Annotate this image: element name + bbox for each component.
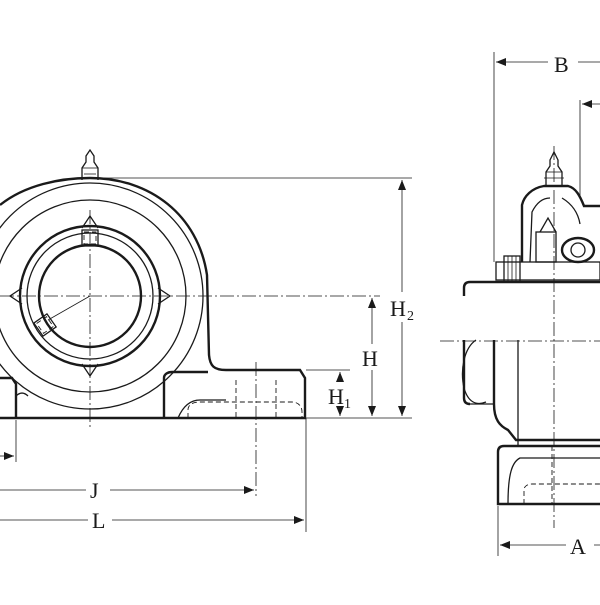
- side-seal-taper: [539, 216, 557, 233]
- label-B-bg: [548, 50, 578, 76]
- label-H1: H: [328, 384, 344, 409]
- label-H2-sub: 2: [407, 309, 414, 324]
- label-H2: H: [390, 296, 406, 321]
- lock-mark-right: [157, 287, 172, 305]
- label-H1-bg: [326, 382, 358, 406]
- label-A: A: [570, 534, 586, 559]
- label-B: B: [554, 52, 569, 77]
- shaft-bottom-left: [462, 340, 471, 406]
- label-H-bg: [360, 344, 386, 370]
- screw-direction-line: [47, 295, 91, 321]
- side-housing-inner: [529, 197, 551, 263]
- front-view: [0, 148, 380, 496]
- side-housing-inner-right: [561, 197, 581, 225]
- side-base-outline: [496, 452, 600, 506]
- side-base-hidden: [523, 483, 600, 504]
- label-H2-bg: [388, 292, 420, 322]
- foot-right-fillet: [177, 399, 226, 419]
- side-housing-lower: [492, 340, 600, 442]
- side-housing-top: [520, 184, 600, 262]
- side-lock-ring: [560, 236, 596, 264]
- label-J-bg: [86, 478, 110, 502]
- foot-left-fillet: [15, 392, 29, 397]
- label-J: J: [90, 478, 99, 503]
- foot-right-inner: [162, 370, 208, 418]
- label-A-bg: [566, 532, 594, 558]
- shaft-top-edge: [462, 280, 600, 296]
- label-L-bg: [88, 508, 112, 532]
- label-L: L: [92, 508, 105, 533]
- dimension-lines: B H 2 H H 1 J L A: [0, 50, 600, 559]
- side-view: [440, 146, 600, 528]
- foot-left: [0, 376, 18, 418]
- label-H1-sub: 1: [344, 397, 351, 412]
- set-screw-left: [32, 312, 58, 338]
- bolt-slot-hidden: [187, 401, 303, 418]
- label-H: H: [362, 346, 378, 371]
- side-base-fillet: [507, 457, 600, 505]
- side-seal-block: [535, 231, 557, 263]
- shaft-break-line: [461, 339, 487, 405]
- housing-outline: [0, 176, 307, 420]
- side-base-top: [496, 444, 600, 453]
- grease-nipple-front: [81, 148, 99, 180]
